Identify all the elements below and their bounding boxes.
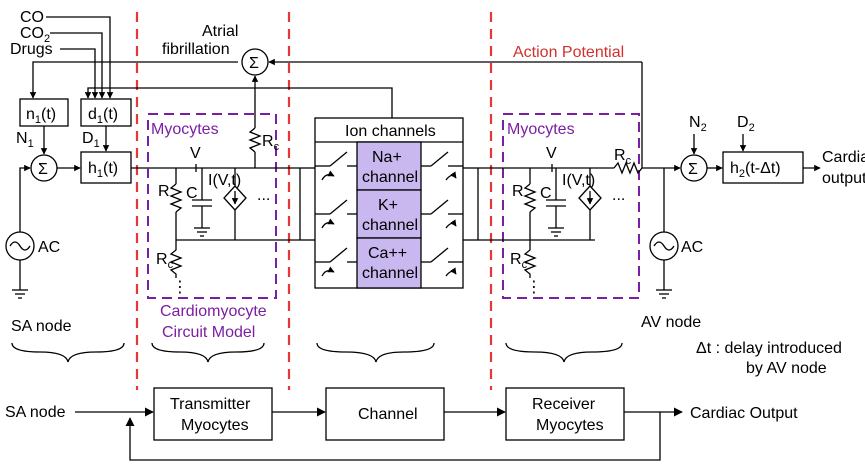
svg-text:I(V,t): I(V,t) xyxy=(562,172,595,189)
svg-text:Rc: Rc xyxy=(156,251,174,271)
svg-text:I(V,t): I(V,t) xyxy=(208,172,241,189)
svg-text:C: C xyxy=(186,185,198,202)
h2-block xyxy=(722,151,804,184)
svg-text:Σ: Σ xyxy=(249,55,259,72)
h1-block: h1(t) xyxy=(80,151,132,184)
d1-block: d1(t) xyxy=(80,98,132,127)
sa-node-label: SA node xyxy=(11,318,72,335)
n1-noise-label: N1 xyxy=(16,130,34,150)
ion-channels-title: Ion channels xyxy=(345,123,436,140)
svg-text:R: R xyxy=(512,183,524,200)
av-node-chain: AC N2 Σ D2 h2(t-Δt) Cardiac output xyxy=(641,62,865,299)
svg-text:⋮: ⋮ xyxy=(526,279,542,296)
ac-label-sa: AC xyxy=(38,239,60,256)
ion-channels-block: Ion channels Na+ channel K+ channel Ca++… xyxy=(299,117,479,289)
sum-node-sa: Σ xyxy=(19,126,160,232)
brace-myocytes-tx xyxy=(151,342,265,363)
receiver-block xyxy=(505,387,625,441)
svg-text:K+: K+ xyxy=(378,197,398,214)
svg-text:Receiver: Receiver xyxy=(532,396,596,413)
cardiac-output-label-2: output xyxy=(822,170,865,187)
svg-text:h2(t-Δt): h2(t-Δt) xyxy=(730,160,781,180)
atrial-fibrillation-label-2: fibrillation xyxy=(162,41,230,58)
d2-delay-label: D2 xyxy=(737,114,755,134)
svg-text:channel: channel xyxy=(362,265,418,282)
channel-switches-right xyxy=(421,151,463,277)
atrial-fibrillation-sum: Atrial fibrillation Σ xyxy=(162,23,642,122)
svg-text:Σ: Σ xyxy=(688,161,698,178)
svg-text:V: V xyxy=(546,145,557,162)
svg-text:Σ: Σ xyxy=(38,161,48,178)
input-lines: CO CO2 Drugs xyxy=(10,9,393,118)
delay-note-1: Δt : delay introduced xyxy=(696,340,842,357)
svg-text:channel: channel xyxy=(362,217,418,234)
section-labels: SA node Cardiomyocyte Circuit Model AV n… xyxy=(11,303,842,377)
ac-label-av: AC xyxy=(681,239,703,256)
svg-text:Myocytes: Myocytes xyxy=(181,417,249,434)
svg-text:Myocytes: Myocytes xyxy=(536,417,604,434)
svg-text:Transmitter: Transmitter xyxy=(170,396,251,413)
svg-text:Rc: Rc xyxy=(510,251,528,271)
svg-text:Rc: Rc xyxy=(614,147,632,167)
channel-block xyxy=(325,387,445,441)
svg-text:R: R xyxy=(158,183,170,200)
svg-text:...: ... xyxy=(257,187,270,204)
svg-text:C: C xyxy=(540,185,552,202)
svg-text:h1(t): h1(t) xyxy=(88,160,118,180)
co2-label: CO2 xyxy=(20,25,50,45)
bottom-feedback-loop xyxy=(125,412,661,461)
bottom-sa-node-label: SA node xyxy=(5,404,66,421)
drugs-label: Drugs xyxy=(10,41,53,58)
myocytes-label-rx: Myocytes xyxy=(507,121,575,138)
svg-text:Rc: Rc xyxy=(262,133,280,153)
myocytes-circuit-transmitter: Myocytes V R C I(V,t) ... Rc Rc ⋮ xyxy=(147,113,300,299)
svg-text:d1(t): d1(t) xyxy=(88,106,118,126)
svg-text:⋮: ⋮ xyxy=(172,279,188,296)
bottom-output-label: Cardiac Output xyxy=(690,405,798,422)
svg-text:...: ... xyxy=(612,187,625,204)
co-label: CO xyxy=(20,9,44,26)
svg-text:n1(t): n1(t) xyxy=(26,106,56,126)
atrial-fibrillation-label-1: Atrial xyxy=(202,23,238,40)
svg-text:Na+: Na+ xyxy=(372,149,402,166)
myocytes-circuit-receiver: Myocytes V Rc R C I(V,t) ... Rc ⋮ xyxy=(478,113,643,299)
n2-noise-label: N2 xyxy=(689,114,707,134)
svg-text:Ca++: Ca++ xyxy=(368,245,407,262)
av-node-label: AV node xyxy=(641,314,701,331)
myocytes-label-tx: Myocytes xyxy=(151,121,219,138)
d1-delay-label: D1 xyxy=(82,130,100,150)
bottom-block-diagram: SA node Transmitter Myocytes Channel Rec… xyxy=(5,387,798,461)
cardiomyocyte-label-1: Cardiomyocyte xyxy=(160,303,267,320)
brace-channels xyxy=(316,342,435,363)
svg-text:V: V xyxy=(190,145,201,162)
n1-block: n1(t) xyxy=(19,98,69,127)
ac-source-sa: AC xyxy=(5,231,60,299)
svg-text:Channel: Channel xyxy=(358,406,418,423)
channel-switches-left xyxy=(315,151,357,277)
brace-sa xyxy=(11,342,125,363)
action-potential-label: Action Potential xyxy=(513,44,624,61)
brace-myocytes-rx xyxy=(505,342,623,363)
section-dividers xyxy=(135,12,493,390)
cardiac-output-label-1: Cardiac xyxy=(822,149,865,166)
svg-text:channel: channel xyxy=(362,169,418,186)
channel-ca xyxy=(356,237,422,289)
transmitter-block xyxy=(153,387,273,441)
cardiomyocyte-label-2: Circuit Model xyxy=(162,324,255,341)
delay-note-2: by AV node xyxy=(746,360,827,377)
